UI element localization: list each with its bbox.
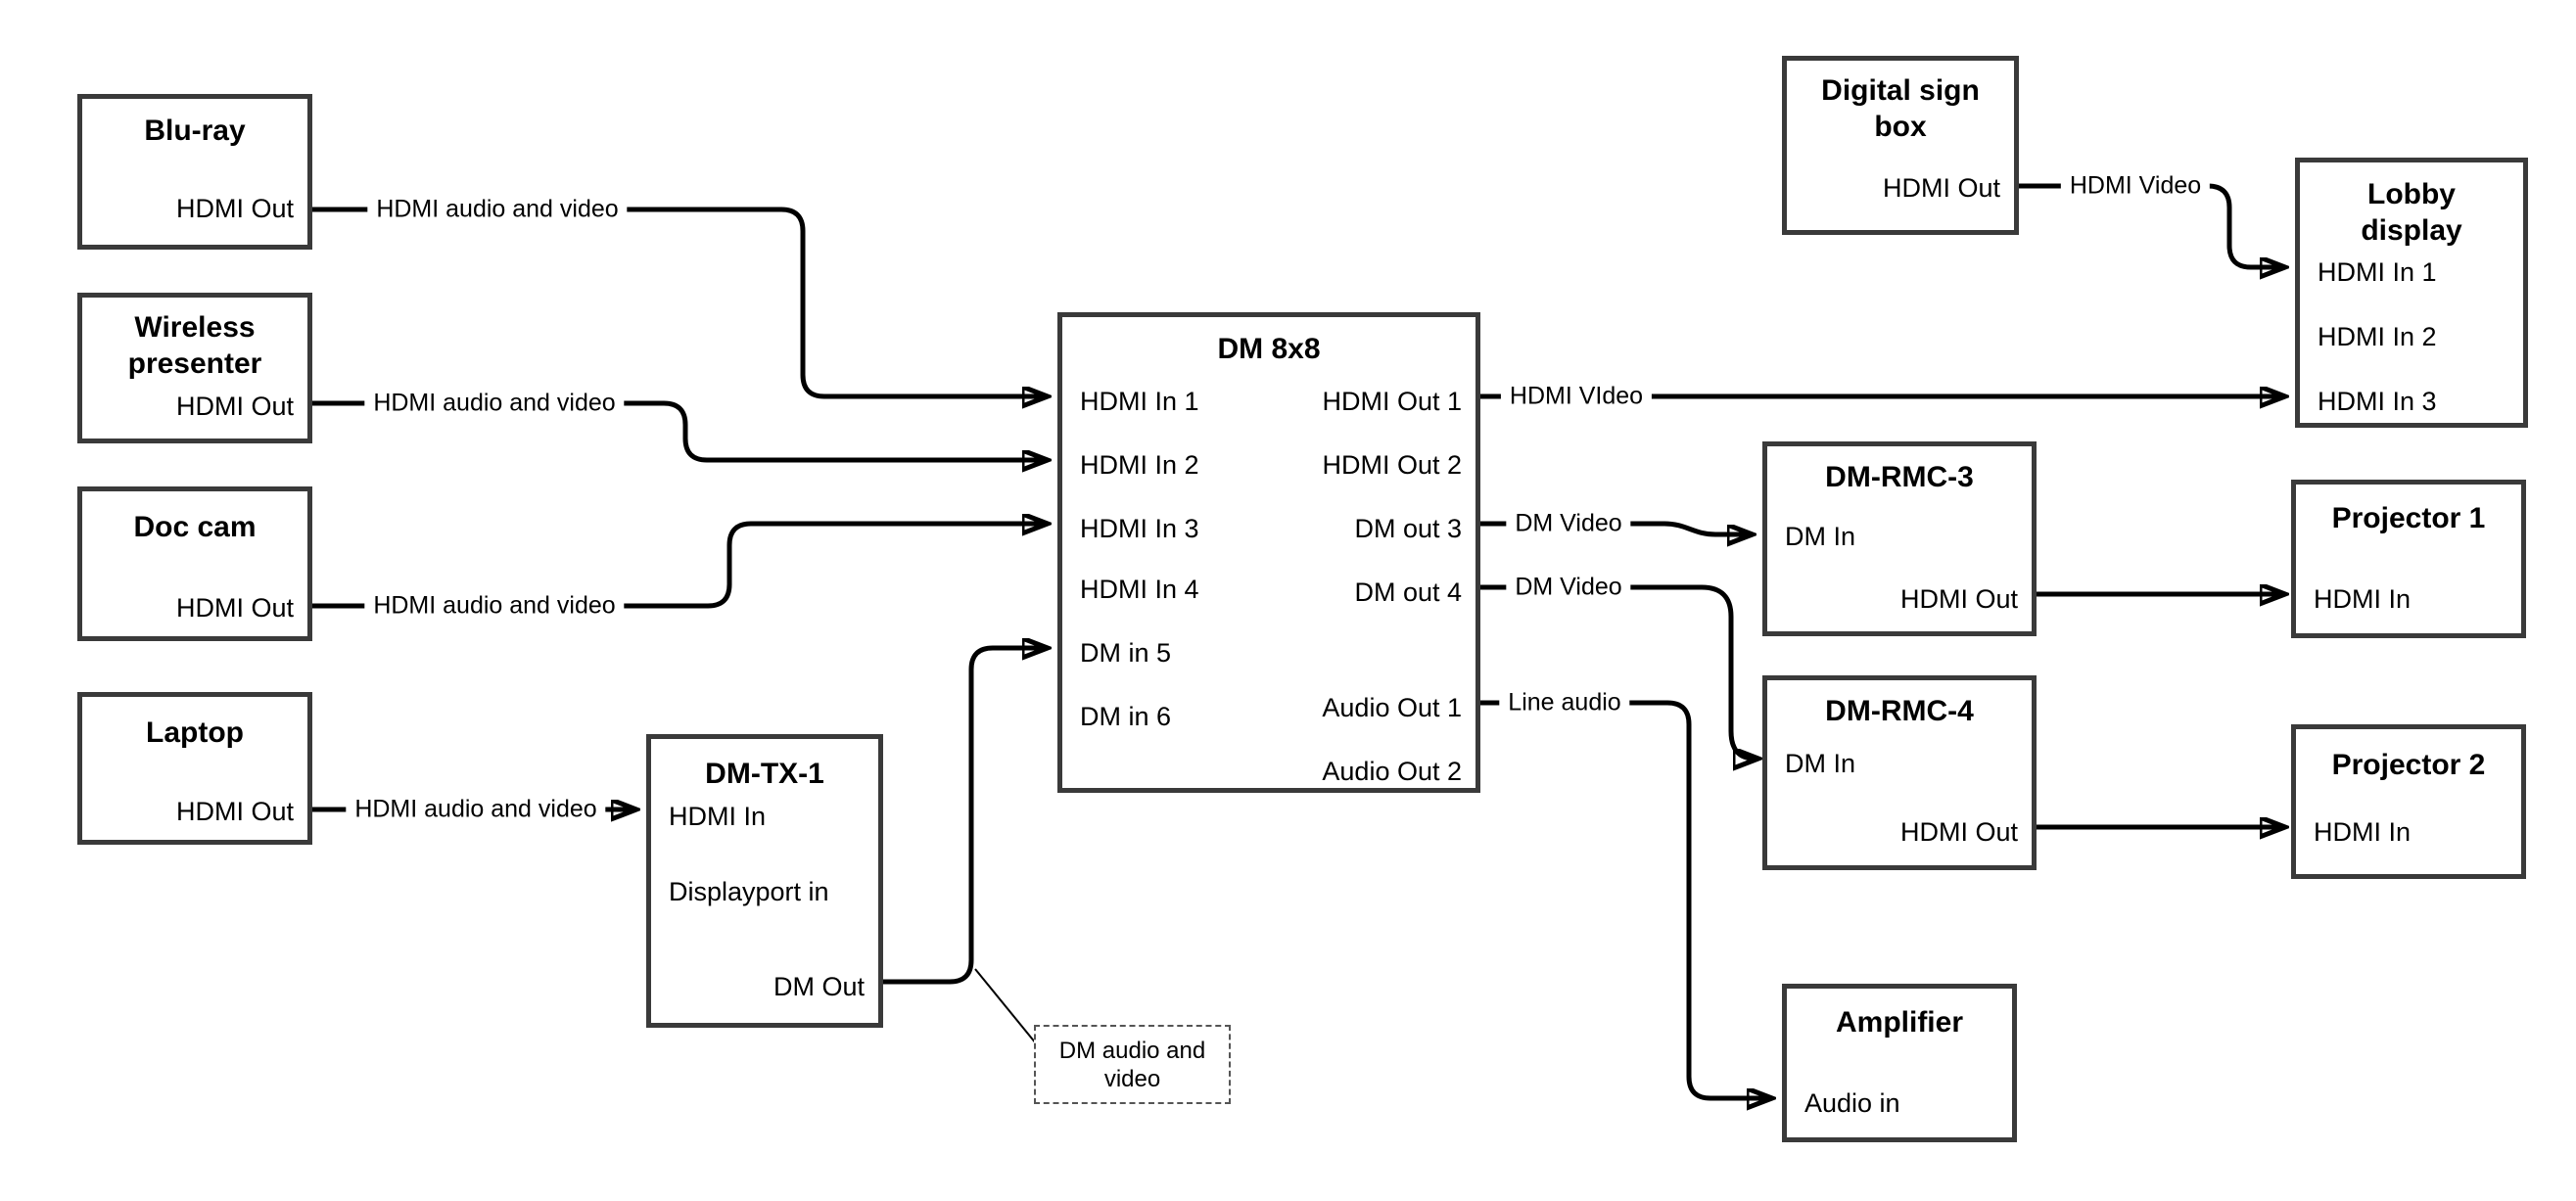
node-projector2: Projector 2 HDMI In <box>2291 724 2526 879</box>
wire-dmtx-dmout-to-dm8x8-in5 <box>883 648 1046 985</box>
wire-dm8x8-out4-to-rmc4-dmin <box>1480 584 1756 759</box>
node-lobby-display: Lobby display HDMI In 1 HDMI In 2 HDMI I… <box>2295 158 2528 428</box>
node-bluray-title: Blu-ray <box>144 115 246 147</box>
node-amplifier: Amplifier Audio in <box>1782 984 2017 1142</box>
note-leader-line <box>974 968 1037 1044</box>
wire-label-wireless: HDMI audio and video <box>364 389 625 418</box>
port-dmtx1-displayport-in: Displayport in <box>669 877 829 906</box>
node-laptop-title: Laptop <box>146 716 244 749</box>
node-projector2-title: Projector 2 <box>2331 749 2486 781</box>
wire-label-laptop: HDMI audio and video <box>346 795 606 824</box>
node-dm8x8-title: DM 8x8 <box>1217 333 1321 365</box>
port-doccam-hdmi-out: HDMI Out <box>175 593 294 623</box>
port-dm8x8-dm-out-4: DM out 4 <box>1354 577 1462 607</box>
wire-doccam-to-dm8x8-in3 <box>312 524 1046 609</box>
note-text: DM audio and video <box>1058 1037 1206 1092</box>
port-lobby-hdmi-in-2: HDMI In 2 <box>2318 322 2437 351</box>
port-dm8x8-hdmi-in-4: HDMI In 4 <box>1080 575 1199 604</box>
port-wireless-hdmi-out: HDMI Out <box>175 392 294 421</box>
port-projector2-hdmi-in: HDMI In <box>2314 817 2412 847</box>
wire-label-bluray: HDMI audio and video <box>367 195 628 224</box>
port-signbox-hdmi-out: HDMI Out <box>1882 173 2000 203</box>
node-signbox-title: Digital sign box <box>1821 74 1980 143</box>
port-dm8x8-audio-out-2: Audio Out 2 <box>1322 757 1462 786</box>
node-laptop: Laptop HDMI Out <box>77 692 312 845</box>
node-rmc3-title: DM-RMC-3 <box>1825 461 1974 493</box>
port-laptop-hdmi-out: HDMI Out <box>175 797 294 826</box>
node-dm8x8: DM 8x8 HDMI In 1 HDMI In 2 HDMI In 3 HDM… <box>1057 312 1480 793</box>
port-lobby-hdmi-in-3: HDMI In 3 <box>2318 387 2437 416</box>
port-dm8x8-audio-out-1: Audio Out 1 <box>1322 693 1462 722</box>
wire-label-dm-video-3: DM Video <box>1506 509 1631 538</box>
wire-bluray-to-dm8x8-in1 <box>312 207 1046 396</box>
node-rmc4: DM-RMC-4 DM In HDMI Out <box>1762 675 2037 870</box>
node-signbox: Digital sign box HDMI Out <box>1782 56 2019 235</box>
node-rmc4-title: DM-RMC-4 <box>1825 695 1974 727</box>
wire-dm8x8-out3-to-rmc3-dmin <box>1480 521 1751 534</box>
port-bluray-hdmi-out: HDMI Out <box>175 194 294 223</box>
wire-signbox-to-lobby-in1 <box>2019 183 2283 267</box>
port-rmc3-dm-in: DM In <box>1785 522 1856 551</box>
node-doccam-title: Doc cam <box>133 511 257 543</box>
node-amplifier-title: Amplifier <box>1835 1006 1964 1039</box>
port-projector1-hdmi-in: HDMI In <box>2314 584 2412 614</box>
port-dm8x8-hdmi-in-2: HDMI In 2 <box>1080 450 1199 480</box>
port-dm8x8-hdmi-in-1: HDMI In 1 <box>1080 387 1199 416</box>
port-amplifier-audio-in: Audio in <box>1804 1088 1900 1118</box>
port-lobby-hdmi-in-1: HDMI In 1 <box>2318 257 2437 287</box>
wire-label-hdmi-video-out1: HDMI VIdeo <box>1500 382 1653 411</box>
node-projector1: Projector 1 HDMI In <box>2291 480 2526 638</box>
port-dm8x8-hdmi-in-3: HDMI In 3 <box>1080 514 1199 543</box>
wire-wireless-to-dm8x8-in2 <box>312 400 1046 460</box>
wire-label-doccam: HDMI audio and video <box>364 591 625 621</box>
wire-dm8x8-aout1-to-amp <box>1480 700 1770 1098</box>
node-lobby-title: Lobby display <box>2361 178 2462 247</box>
node-rmc3: DM-RMC-3 DM In HDMI Out <box>1762 441 2037 636</box>
port-rmc4-dm-in: DM In <box>1785 749 1856 778</box>
port-dmtx1-dm-out: DM Out <box>773 972 865 1001</box>
wire-label-dm-video-4: DM Video <box>1506 573 1631 602</box>
node-dmtx1-title: DM-TX-1 <box>705 758 824 790</box>
port-dm8x8-dm-in-5: DM in 5 <box>1080 638 1172 668</box>
port-rmc3-hdmi-out: HDMI Out <box>1899 584 2018 614</box>
note-dm-audio-video: DM audio and video <box>1034 1025 1231 1104</box>
node-projector1-title: Projector 1 <box>2331 502 2486 534</box>
node-doccam: Doc cam HDMI Out <box>77 486 312 641</box>
node-bluray: Blu-ray HDMI Out <box>77 94 312 250</box>
node-wireless-presenter: Wireless presenter HDMI Out <box>77 293 312 443</box>
port-dmtx1-hdmi-in: HDMI In <box>669 802 767 831</box>
wire-label-hdmi-video-sign: HDMI Video <box>2060 171 2211 201</box>
port-dm8x8-dm-in-6: DM in 6 <box>1080 702 1172 731</box>
node-wireless-title: Wireless presenter <box>127 311 262 380</box>
port-dm8x8-hdmi-out-1: HDMI Out 1 <box>1322 387 1462 416</box>
port-dm8x8-hdmi-out-2: HDMI Out 2 <box>1322 450 1462 480</box>
node-dmtx1: DM-TX-1 HDMI In Displayport in DM Out <box>646 734 883 1028</box>
wire-label-line-audio: Line audio <box>1499 688 1630 717</box>
port-dm8x8-dm-out-3: DM out 3 <box>1354 514 1462 543</box>
port-rmc4-hdmi-out: HDMI Out <box>1899 817 2018 847</box>
